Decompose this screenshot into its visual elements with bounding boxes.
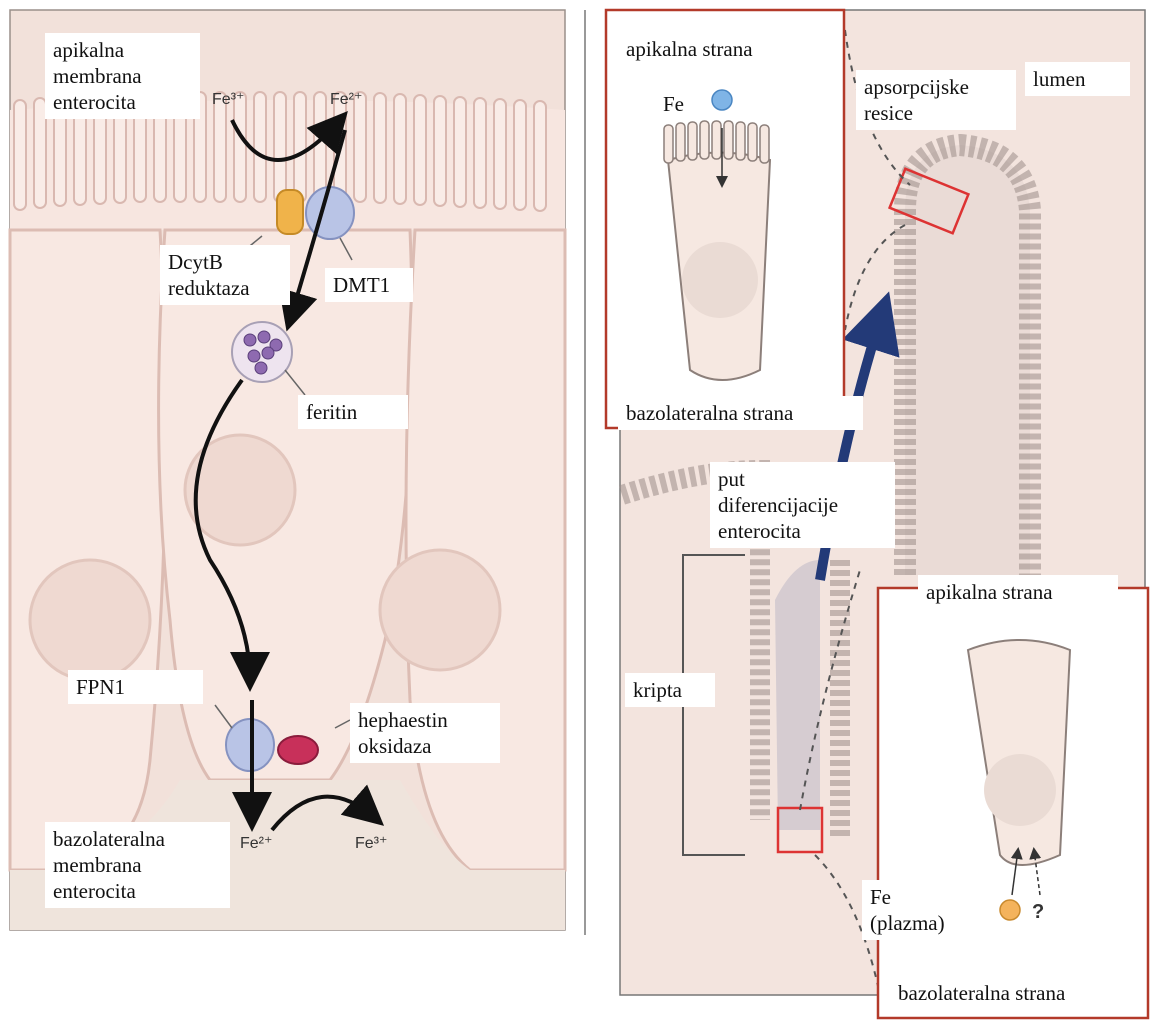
fe2-bottom-label: Fe²⁺ [240, 835, 272, 852]
mature-cell-microvilli [664, 121, 769, 163]
basolateral-side-top-label: bazolateralna strana [618, 396, 863, 430]
dmt1-label: DMT1 [325, 268, 413, 302]
apical-side-top-label: apikalna strana [618, 32, 818, 66]
ferritin-label: feritin [298, 395, 408, 429]
fpn1-label: FPN1 [68, 670, 203, 704]
crypt-cell-nucleus [984, 754, 1056, 826]
dcytb-label: DcytB reduktaza [160, 245, 290, 305]
basolateral-side-bottom-label: bazolateralna strana [890, 976, 1135, 1010]
enterocyte-cells [10, 230, 565, 870]
question-mark: ? [1032, 901, 1044, 923]
fe-ion-orange [1000, 900, 1020, 920]
basolateral-membrane-label: bazolateralna membrana enterocita [45, 822, 230, 908]
differentiation-path-label: put diferencijacije enterocita [710, 462, 895, 548]
dmt1-protein [306, 187, 354, 239]
fe3-bottom-label: Fe³⁺ [355, 835, 387, 852]
crypt-label: kripta [625, 673, 715, 707]
fe-plasma-label: Fe (plazma) [862, 880, 980, 940]
absorptive-villi-label: apsorpcijske resice [856, 70, 1016, 130]
lumen-label: lumen [1025, 62, 1130, 96]
fe2-top-label: Fe²⁺ [330, 91, 362, 108]
dcytb-protein [277, 190, 303, 234]
apical-side-bottom-label: apikalna strana [918, 575, 1118, 609]
villus-core [905, 145, 1030, 575]
apical-membrane-label: apikalna membrana enterocita [45, 33, 200, 119]
crypt-lumen [775, 560, 820, 830]
fe-ion-blue [712, 90, 732, 110]
hephaestin-protein [278, 736, 318, 764]
fe-top-label: Fe [655, 87, 707, 121]
mature-cell-nucleus [682, 242, 758, 318]
hephaestin-label: hephaestin oksidaza [350, 703, 500, 763]
fe3-top-label: Fe³⁺ [212, 91, 244, 108]
